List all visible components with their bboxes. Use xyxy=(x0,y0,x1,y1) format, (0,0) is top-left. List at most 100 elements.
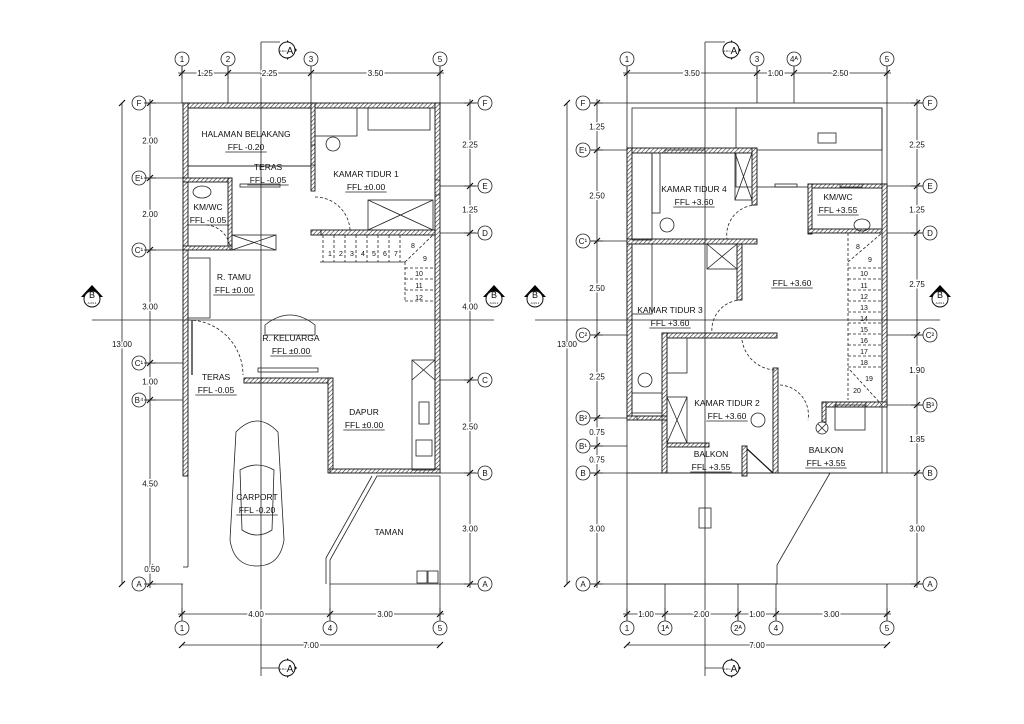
section-marker-icon xyxy=(278,659,296,677)
grid-label: D xyxy=(927,229,933,238)
room-level: FFL ±0.00 xyxy=(272,346,311,356)
grid-bubble xyxy=(922,397,938,413)
grid-bubble xyxy=(922,576,938,592)
garden-hatch xyxy=(329,475,441,585)
floor-drain-icon xyxy=(815,421,829,435)
room-name: KAMAR TIDUR 2 xyxy=(694,398,760,408)
room-level: FFL +3.60 xyxy=(675,197,714,207)
stair-number: 2 xyxy=(339,251,343,258)
grid-label: 5 xyxy=(885,624,890,633)
section-a-marker-top: A xyxy=(287,46,294,57)
dimension-tick xyxy=(118,580,126,588)
room-level: FFL -0.05 xyxy=(198,385,235,395)
cabinet xyxy=(734,152,753,201)
grid-bubble xyxy=(922,95,938,111)
dimension-label: 2.00 xyxy=(142,137,158,146)
door-swing xyxy=(726,204,758,240)
balcony-railing xyxy=(744,446,774,474)
drawing-line xyxy=(706,243,738,270)
grid-bubble xyxy=(575,438,591,454)
sink-icon xyxy=(415,439,433,457)
dimension-tick xyxy=(563,580,571,588)
wall xyxy=(807,183,813,235)
stair-number: 11 xyxy=(415,283,422,290)
section-b-marker-right: B xyxy=(491,290,497,300)
sheet-reference: A-01.1 xyxy=(279,668,287,671)
wall xyxy=(626,147,758,154)
stair-number: 13 xyxy=(860,305,868,312)
section-marker-icon xyxy=(931,290,949,308)
dimension-label: 1.25 xyxy=(909,206,925,215)
room-name: TAMAN xyxy=(374,527,403,537)
room-name: R. TAMU xyxy=(217,272,251,282)
grid-label: B xyxy=(927,469,932,478)
grid-label: 2ᴬ xyxy=(734,624,742,633)
stair-number: 18 xyxy=(860,360,868,367)
stair-number: 16 xyxy=(860,338,868,345)
dimension-label: 3.00 xyxy=(589,525,605,534)
wall xyxy=(227,177,233,251)
grid-label: 5 xyxy=(438,55,443,64)
stair-number: 12 xyxy=(860,294,868,301)
grid-label: A xyxy=(927,580,933,589)
wall xyxy=(243,377,333,384)
dimension-label: 1.25 xyxy=(589,123,605,132)
grid-bubble xyxy=(575,410,591,426)
grid-bubble xyxy=(922,465,938,481)
grid-label: E¹ xyxy=(135,174,143,183)
wall xyxy=(772,367,779,474)
sheet-reference: A-01.1 xyxy=(723,668,731,671)
stair-number: 14 xyxy=(860,316,868,323)
window xyxy=(774,183,798,188)
grid-label: C² xyxy=(926,331,935,340)
dimension-label: 3.00 xyxy=(142,303,158,312)
room-level: FFL +3.55 xyxy=(807,458,846,468)
section-marker-icon xyxy=(485,290,503,308)
window xyxy=(835,401,867,408)
dimension-label: 3.50 xyxy=(684,69,700,78)
wall xyxy=(661,332,668,474)
dimension-label: 1.90 xyxy=(909,366,925,375)
door-swing xyxy=(314,196,351,231)
room-name: TERAS xyxy=(202,372,231,382)
dimension-label: 1.00 xyxy=(638,610,654,619)
dimension-label: 0.75 xyxy=(589,428,605,437)
wall xyxy=(661,332,778,339)
wall xyxy=(182,177,233,183)
section-b-marker-right: B xyxy=(937,290,943,300)
armchair-icon xyxy=(834,404,866,431)
dimension-label: 0.50 xyxy=(144,565,160,574)
dimension-label: 2.50 xyxy=(462,423,478,432)
room-name: KAMAR TIDUR 1 xyxy=(333,169,399,179)
overall-height-label: 13.00 xyxy=(557,340,578,349)
dimension-label: 3.00 xyxy=(462,525,478,534)
dimension-label: 2.25 xyxy=(262,69,278,78)
stair-number: 1 xyxy=(328,251,332,258)
grid-label: E¹ xyxy=(579,146,587,155)
wall xyxy=(821,401,827,423)
grid-label: F xyxy=(581,99,586,108)
grid-bubble xyxy=(174,51,190,67)
stair-number: 12 xyxy=(415,295,423,302)
overall-height-label: 13.00 xyxy=(112,340,133,349)
grid-label: C¹ xyxy=(135,246,144,255)
wall xyxy=(881,183,888,406)
room-level: FFL ±0.00 xyxy=(345,420,384,430)
grid-label: B xyxy=(580,469,585,478)
room-name: DAPUR xyxy=(349,407,379,417)
room-level: FFL +3.55 xyxy=(692,462,731,472)
grid-label: B⁴ xyxy=(135,396,144,405)
grid-label: A xyxy=(482,580,488,589)
stair-number: 8 xyxy=(856,244,860,251)
dimension-label: 2.75 xyxy=(909,280,925,289)
section-a-marker-bottom: A xyxy=(731,664,738,675)
grid-bubble xyxy=(879,620,895,636)
room-level: FFL +3.60 xyxy=(651,318,690,328)
wall xyxy=(327,377,334,474)
toilet-icon xyxy=(192,185,212,199)
wall xyxy=(736,243,743,301)
table xyxy=(257,367,319,373)
grid-label: F xyxy=(928,99,933,108)
